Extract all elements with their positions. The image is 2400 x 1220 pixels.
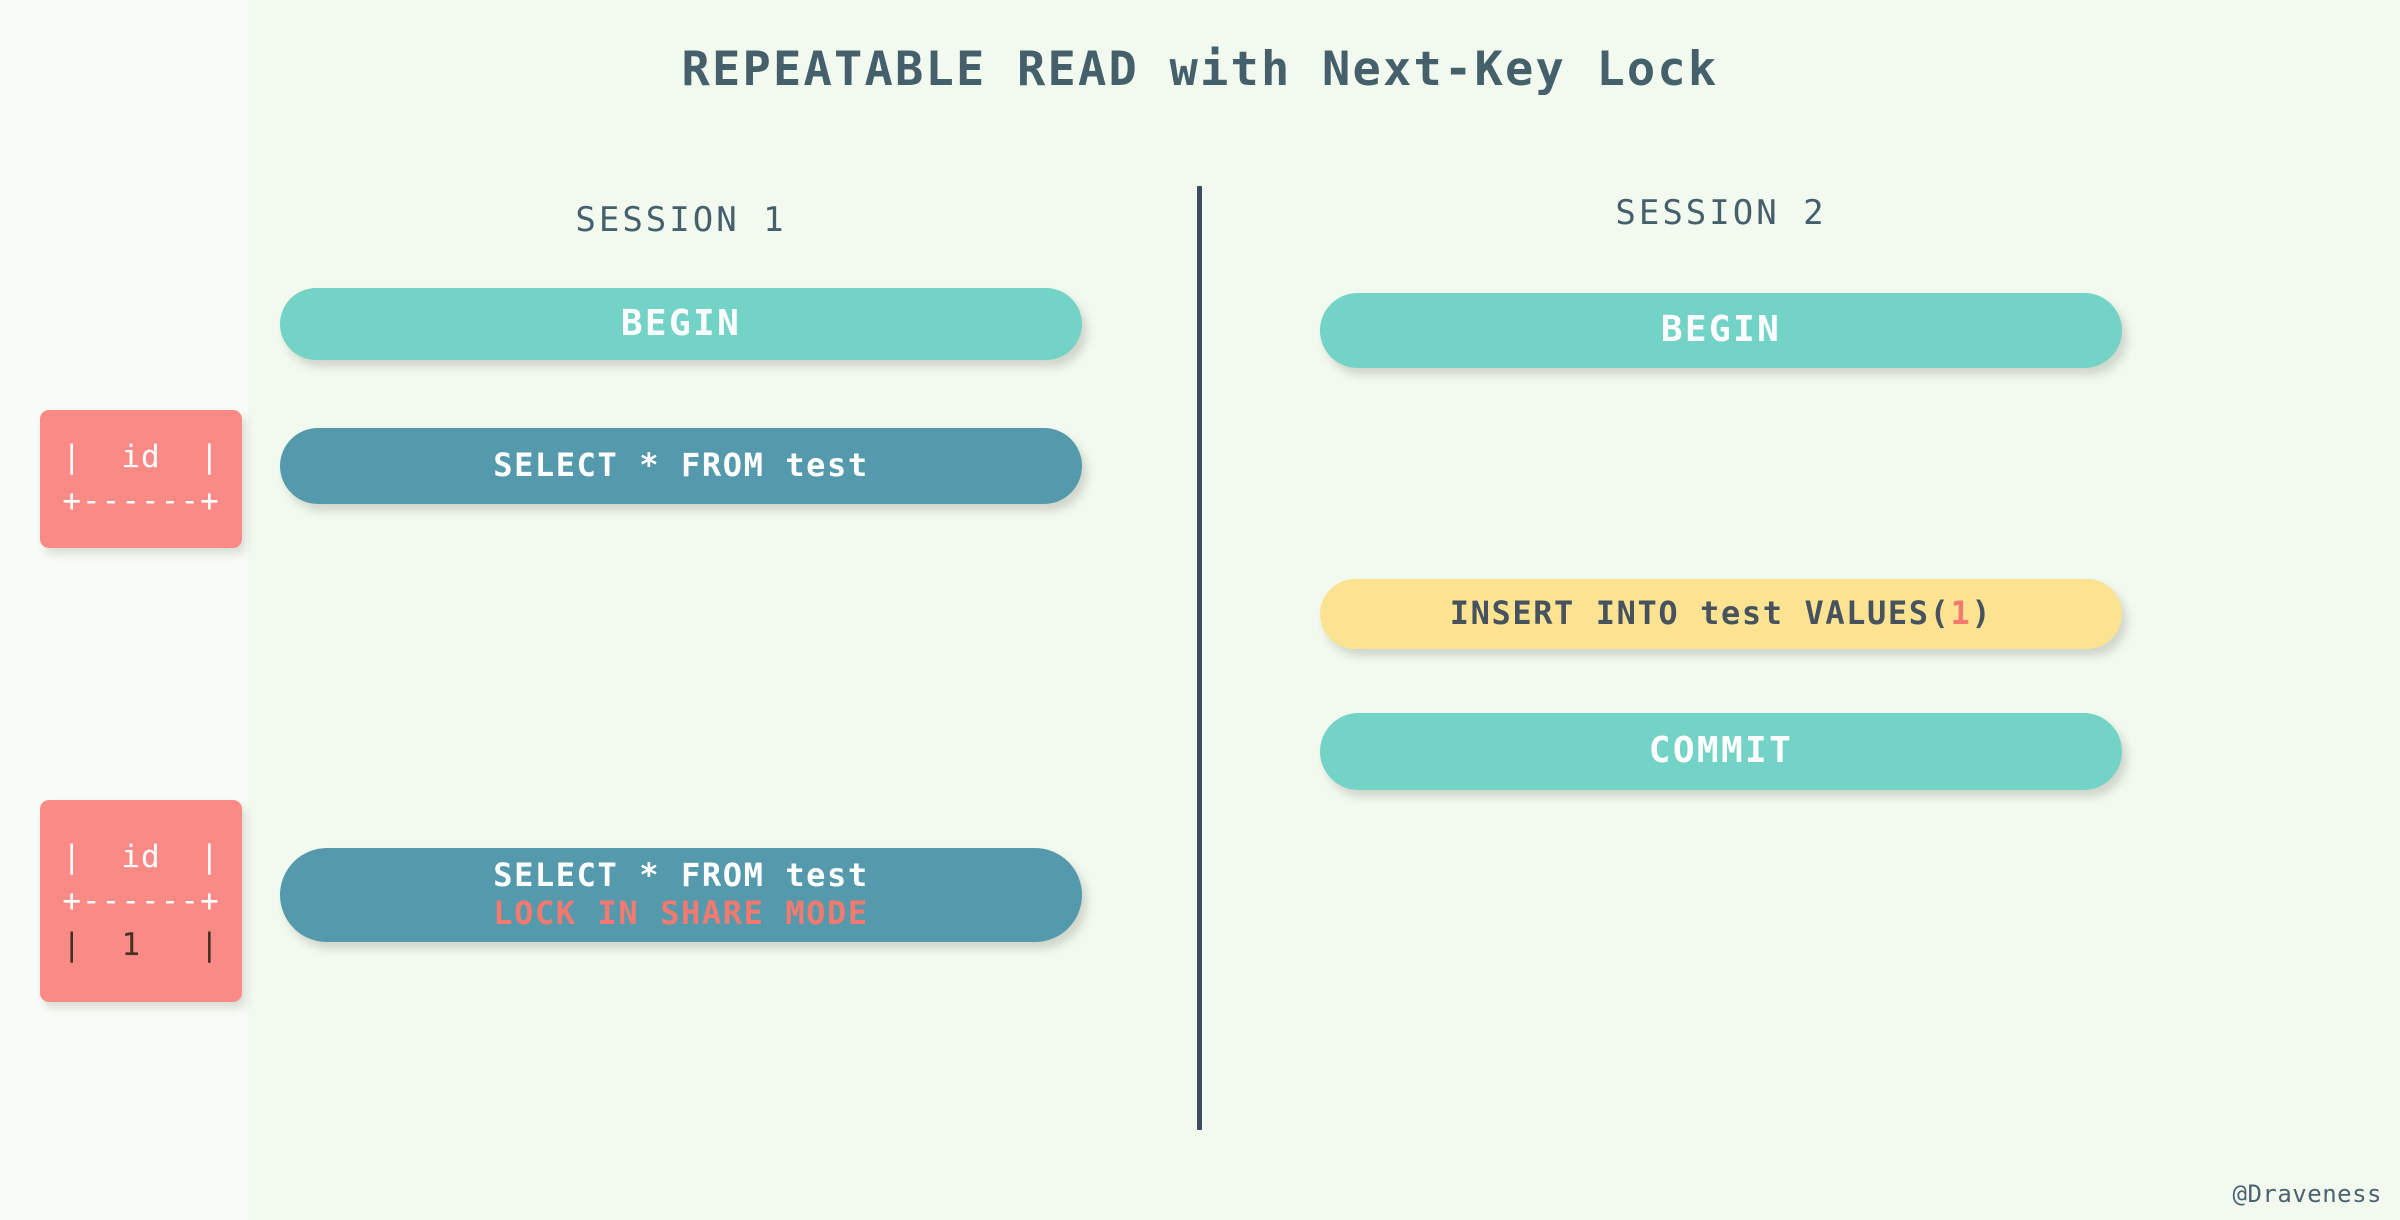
session-1-begin-label: BEGIN — [620, 302, 742, 344]
session-divider — [1197, 186, 1202, 1130]
result-box-2-line-1: | id | — [62, 838, 220, 875]
session-2-step-insert[interactable]: INSERT INTO test VALUES(1) — [1320, 579, 2122, 649]
session-1-select-first-label: SELECT * FROM test — [493, 446, 869, 485]
session-2-insert-value: 1 — [1950, 594, 1972, 633]
session-1-select-second-label: SELECT * FROM test — [493, 856, 869, 895]
session-2-insert-text-before: INSERT INTO test VALUES( — [1449, 594, 1951, 633]
result-box-1-line-2: +------+ — [62, 483, 220, 519]
session-2-begin-label: BEGIN — [1660, 309, 1782, 351]
session-1-select-second-lock-clause: LOCK IN SHARE MODE — [493, 894, 869, 932]
page-title: REPEATABLE READ with Next-Key Lock — [681, 42, 1719, 97]
session-2-step-begin[interactable]: BEGIN — [1320, 293, 2122, 368]
result-box-with-row: | id | +------+ | 1 | — [40, 800, 242, 1002]
session-2-commit-label: COMMIT — [1648, 730, 1794, 772]
result-box-1-line-1: | id | — [62, 438, 220, 475]
session-2-insert-label: INSERT INTO test VALUES(1) — [1449, 594, 1993, 633]
session-1-label: SESSION 1 — [575, 200, 787, 240]
session-2-label: SESSION 2 — [1615, 193, 1827, 233]
session-2-step-commit[interactable]: COMMIT — [1320, 713, 2122, 790]
session-1-step-begin[interactable]: BEGIN — [280, 288, 1082, 360]
session-1-step-select-lock-in-share-mode[interactable]: SELECT * FROM test LOCK IN SHARE MODE — [280, 848, 1082, 942]
left-background-band — [0, 0, 248, 1220]
result-box-2-line-3: | 1 | — [62, 927, 220, 963]
result-box-empty: | id | +------+ — [40, 410, 242, 548]
author-watermark: @Draveness — [2232, 1180, 2382, 1208]
session-1-step-select-first[interactable]: SELECT * FROM test — [280, 428, 1082, 504]
session-2-insert-text-after: ) — [1971, 594, 1993, 633]
result-box-2-line-2: +------+ — [62, 882, 220, 919]
